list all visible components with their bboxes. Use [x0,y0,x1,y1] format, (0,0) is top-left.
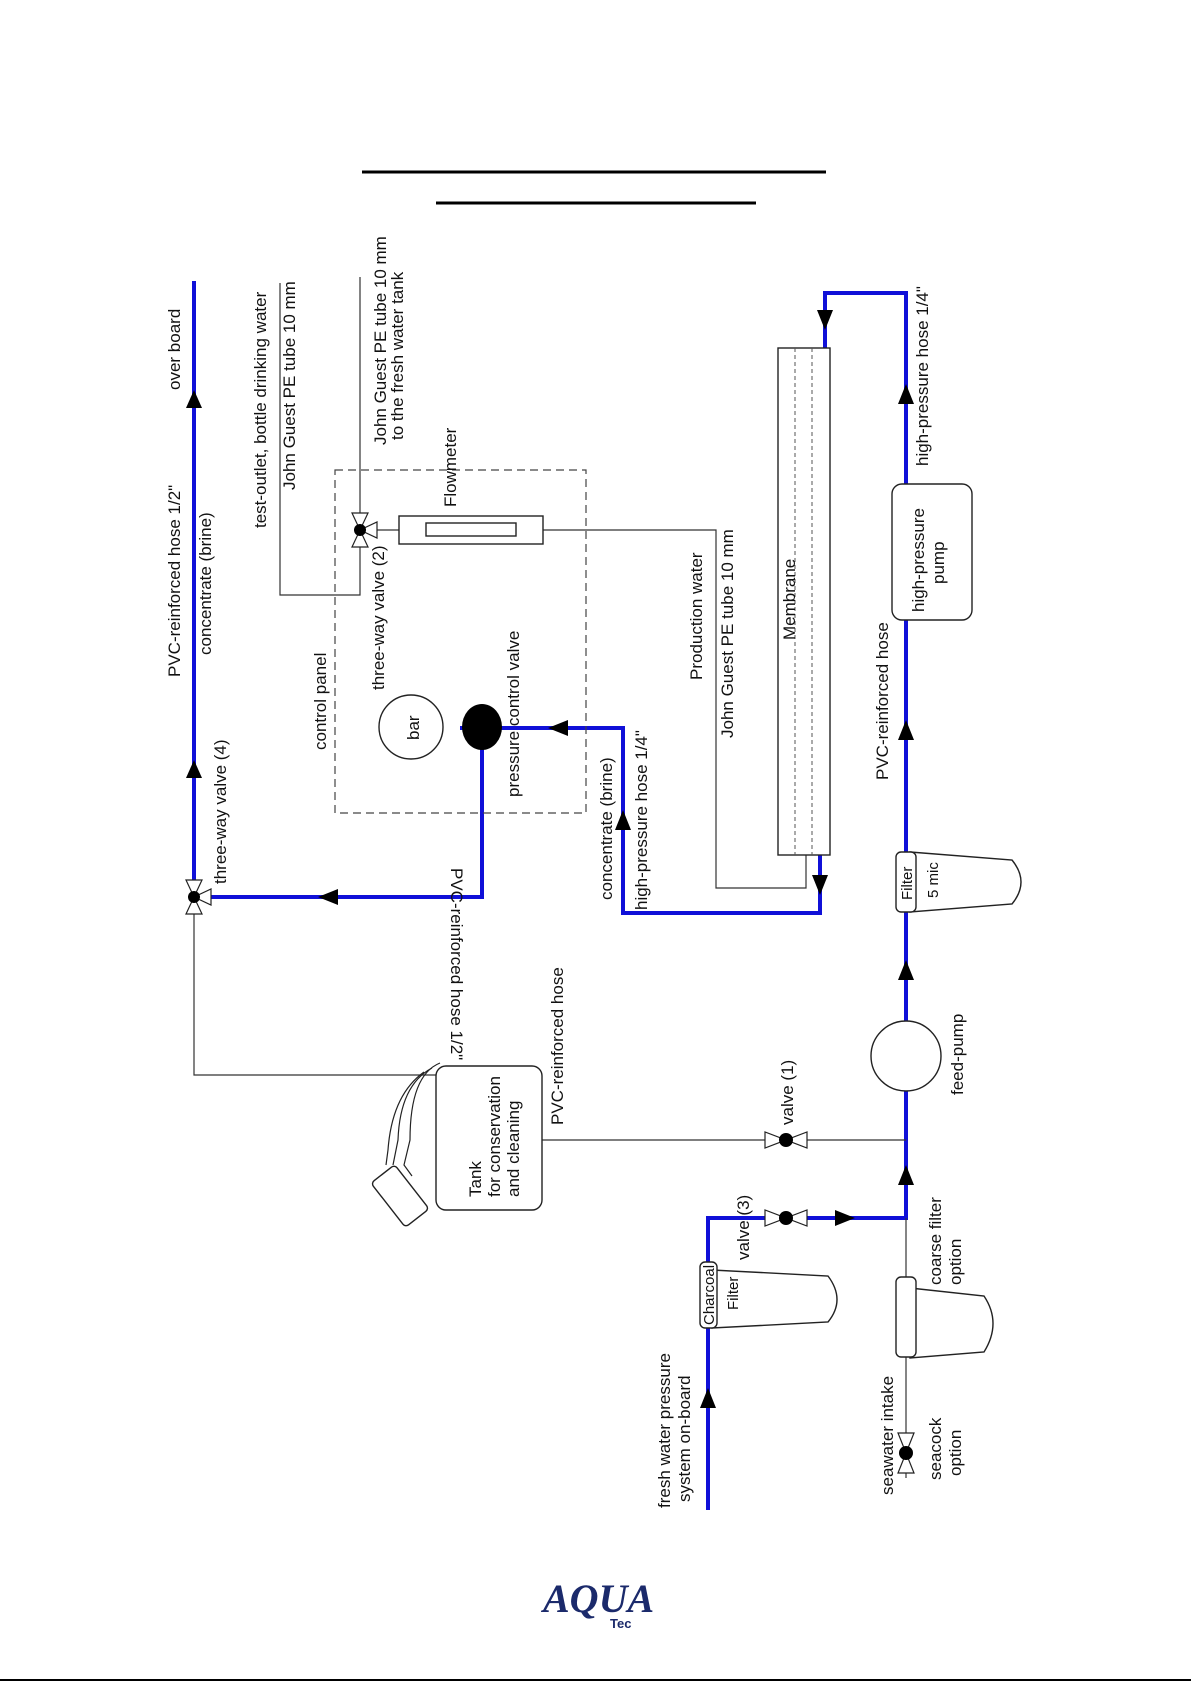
arrow-down-membrane-in [817,310,833,330]
arrow-up-overboard [186,390,202,408]
label-coarse-2: option [946,1239,965,1285]
label-seawater-intake: seawater intake [878,1376,897,1495]
label-hp-pump-1: high-pressure [909,508,928,612]
label-charcoal-1: Charcoal [701,1265,718,1325]
label-coarse-1: coarse filter [926,1197,945,1285]
brine-return-hose [192,733,484,899]
label-fresh-2: system on-board [675,1375,694,1502]
coarse-filter [895,1276,994,1359]
label-production-water: Production water [687,552,706,680]
membrane [777,347,831,856]
label-concentrate-top: concentrate (brine) [196,512,215,655]
label-test-outlet: test-outlet, bottle drinking water [251,291,270,528]
label-pressure-control: pressure control valve [504,631,523,797]
tank [371,1062,543,1227]
label-jg-tube-2b: to the fresh water tank [388,271,407,440]
label-jg-tube-3: John Guest PE tube 10 mm [718,529,737,738]
arrow-up-feed-3 [898,1165,914,1185]
hp-feed-hose-top [823,291,908,498]
aquatec-logo: AQUA Tec [540,1576,654,1631]
feed-pump [870,1020,942,1092]
label-pvc-half-mid: PVC-reinforced hose 1/2" [447,868,466,1060]
label-three-way-4: three-way valve (4) [211,739,230,884]
label-feed-pump: feed-pump [948,1014,967,1095]
label-hp-hose-mid: high-pressure hose 1/4" [632,730,651,910]
label-valve-1: valve (1) [778,1060,797,1125]
logo-sub-text: Tec [610,1616,631,1631]
label-pvc-hose-left: PVC-reinforced hose [548,967,567,1125]
label-tank-3: and cleaning [504,1101,523,1197]
label-membrane: Membrane [780,559,799,640]
label-pvc-hose-right: PVC-reinforced hose [873,622,892,780]
pressure-gauge [378,694,444,760]
valve-1-icon [764,1131,808,1149]
diagram-labels: over board PVC-reinforced hose 1/2" conc… [165,236,967,1508]
arrow-up-hp-brine [615,810,631,830]
label-pvc-half-top: PVC-reinforced hose 1/2" [165,485,184,677]
label-three-way-2: three-way valve (2) [369,545,388,690]
flow-arrows [186,310,914,1408]
label-jg-tube-1: John Guest PE tube 10 mm [280,281,299,490]
flowmeter [398,515,544,545]
high-pressure-pump [891,483,973,621]
label-tank-2: for conservation [485,1076,504,1197]
arrow-up-feed-1 [898,720,914,740]
label-filter-5mic-1: Filter [899,867,916,900]
filter-5mic [895,851,1022,913]
label-over-board: over board [165,309,184,390]
label-control-panel: control panel [311,653,330,750]
label-valve-3: valve (3) [734,1195,753,1260]
three-way-valve-4-icon [185,879,212,915]
label-bar: bar [404,715,423,740]
thin-lines [193,277,907,1478]
charcoal-filter [699,1261,838,1329]
label-fresh-1: fresh water pressure [655,1353,674,1508]
label-tank-1: Tank [466,1161,485,1197]
label-concentrate-mid: concentrate (brine) [597,757,616,900]
label-seacock-2: option [946,1430,965,1476]
arrow-up-hp [898,384,914,404]
valve-3-icon [764,1209,808,1227]
arrow-up-brine [186,760,202,778]
arrow-down-membrane [812,875,828,895]
label-seacock-1: seacock [926,1417,945,1480]
label-hp-hose-top: high-pressure hose 1/4" [913,286,932,466]
arrow-left-hp [548,720,568,736]
logo-main-text: AQUA [540,1576,654,1621]
label-filter-5mic-2: 5 mic [925,862,942,898]
label-hp-pump-2: pump [929,541,948,584]
pressure-control-valve-icon [462,704,502,750]
label-jg-tube-2a: John Guest PE tube 10 mm [371,236,390,445]
arrow-right-valve3 [835,1210,855,1226]
seacock-icon [897,1432,915,1474]
arrow-left-brine [318,889,338,905]
three-way-valve-2-icon [351,512,378,548]
label-flowmeter: Flowmeter [441,427,460,507]
control-panel-box [334,469,587,814]
label-charcoal-2: Filter [725,1277,742,1310]
arrow-up-fresh [700,1388,716,1408]
arrow-up-feed-2 [898,960,914,980]
